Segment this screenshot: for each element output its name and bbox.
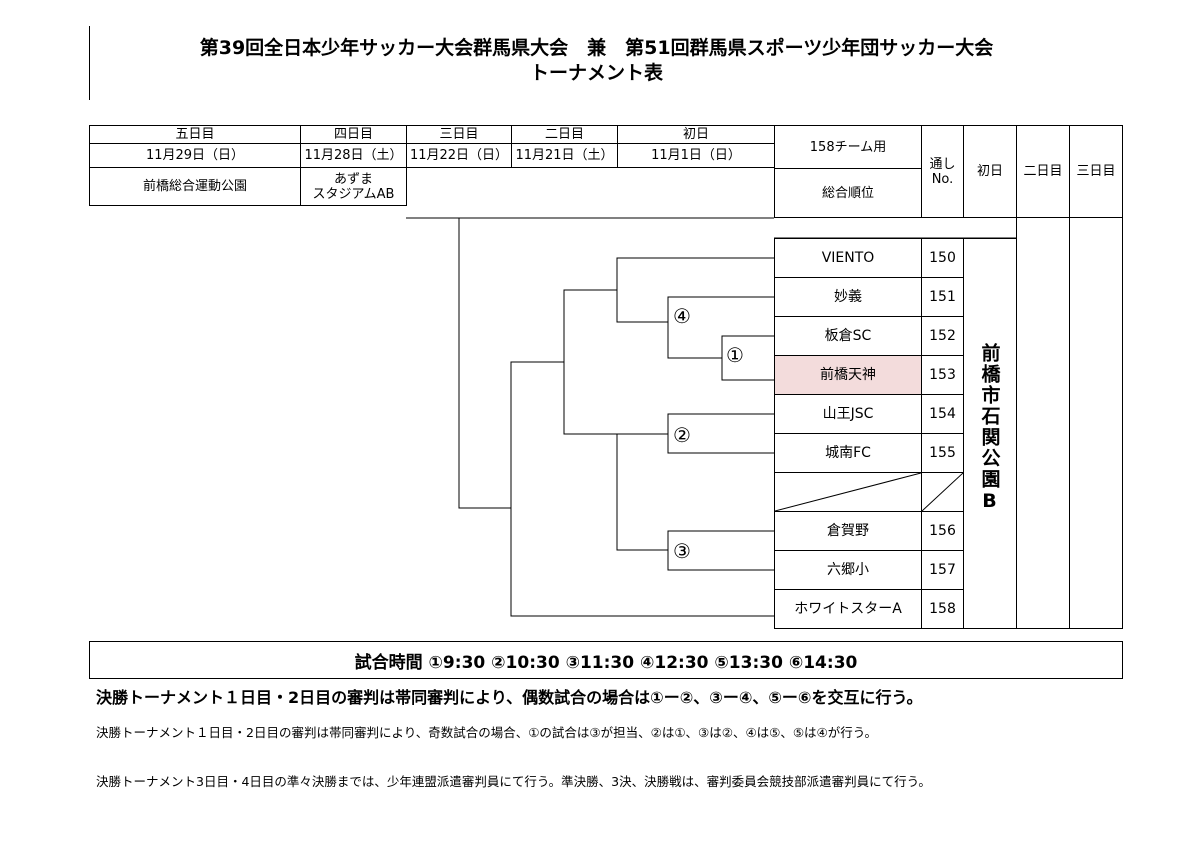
referee-note-odd: 決勝トーナメント１日目・2日目の審判は帯同審判により、奇数試合の場合、①の試合は… bbox=[96, 725, 878, 740]
team-name: ホワイトスターA bbox=[774, 589, 922, 629]
venue-name: 前橋市石関公園B bbox=[978, 343, 1001, 514]
team-no: 156 bbox=[921, 511, 964, 551]
day4-venue: あずま スタジアムAB bbox=[300, 167, 407, 206]
match-times: 試合時間 ①9:30 ②10:30 ③11:30 ④12:30 ⑤13:30 ⑥… bbox=[354, 652, 858, 673]
bracket-line-round2a bbox=[616, 257, 774, 323]
empty-slot bbox=[774, 472, 922, 512]
team-name-highlighted: 前橋天神 bbox=[774, 355, 922, 395]
match-label-4: ④ bbox=[673, 304, 691, 328]
match-times-box: 試合時間 ①9:30 ②10:30 ③11:30 ④12:30 ⑤13:30 ⑥… bbox=[89, 641, 1123, 679]
team-name: 山王JSC bbox=[774, 394, 922, 434]
page-title: 第39回全日本少年サッカー大会群馬県大会 兼 第51回群馬県スポーツ少年団サッカ… bbox=[199, 37, 994, 59]
bracket-line-upper-join bbox=[563, 289, 668, 435]
page-subtitle: トーナメント表 bbox=[529, 62, 663, 84]
team-no: 154 bbox=[921, 394, 964, 434]
day2-date: 11月21日（土） bbox=[511, 143, 618, 168]
day4-header: 四日目 bbox=[300, 125, 407, 144]
team-no: 152 bbox=[921, 316, 964, 356]
team-name: 倉賀野 bbox=[774, 511, 922, 551]
day1-date: 11月1日（日） bbox=[617, 143, 775, 168]
bracket-line-final-join bbox=[510, 361, 774, 617]
team-no: 157 bbox=[921, 550, 964, 590]
match-label-1: ① bbox=[726, 343, 744, 367]
day3-date: 11月22日（日） bbox=[406, 143, 512, 168]
team-name: VIENTO bbox=[774, 238, 922, 278]
day5-date: 11月29日（日） bbox=[89, 143, 301, 168]
bracket-line-match4 bbox=[667, 296, 774, 359]
team-name: 板倉SC bbox=[774, 316, 922, 356]
bracket-line-lower-up bbox=[616, 434, 668, 551]
day1-col-label: 初日 bbox=[963, 125, 1017, 218]
referee-note-later-rounds: 決勝トーナメント3日目・4日目の準々決勝までは、少年連盟派遣審判員にて行う。準決… bbox=[96, 774, 931, 789]
day3-col-label: 三日目 bbox=[1069, 125, 1123, 218]
day5-venue: 前橋総合運動公園 bbox=[89, 167, 301, 206]
referee-note-even: 決勝トーナメント１日目・2日目の審判は帯同審判により、偶数試合の場合は①ー②、③… bbox=[96, 688, 923, 707]
slash-mark bbox=[922, 473, 963, 511]
margin-rule bbox=[89, 26, 90, 100]
match-label-2: ② bbox=[673, 423, 691, 447]
day3-column bbox=[1069, 217, 1123, 629]
empty-slot-no bbox=[921, 472, 964, 512]
overall-rank-label: 総合順位 bbox=[774, 168, 922, 218]
tsushi-no-label: 通し No. bbox=[921, 125, 964, 218]
bracket-line-to-stadium bbox=[406, 217, 511, 509]
match-label-3: ③ bbox=[673, 539, 691, 563]
day3-header: 三日目 bbox=[406, 125, 512, 144]
team-no: 158 bbox=[921, 589, 964, 629]
team-name: 城南FC bbox=[774, 433, 922, 473]
team-no: 153 bbox=[921, 355, 964, 395]
day2-col-label: 二日目 bbox=[1016, 125, 1070, 218]
day4-date: 11月28日（土） bbox=[300, 143, 407, 168]
slash-mark bbox=[775, 473, 921, 511]
